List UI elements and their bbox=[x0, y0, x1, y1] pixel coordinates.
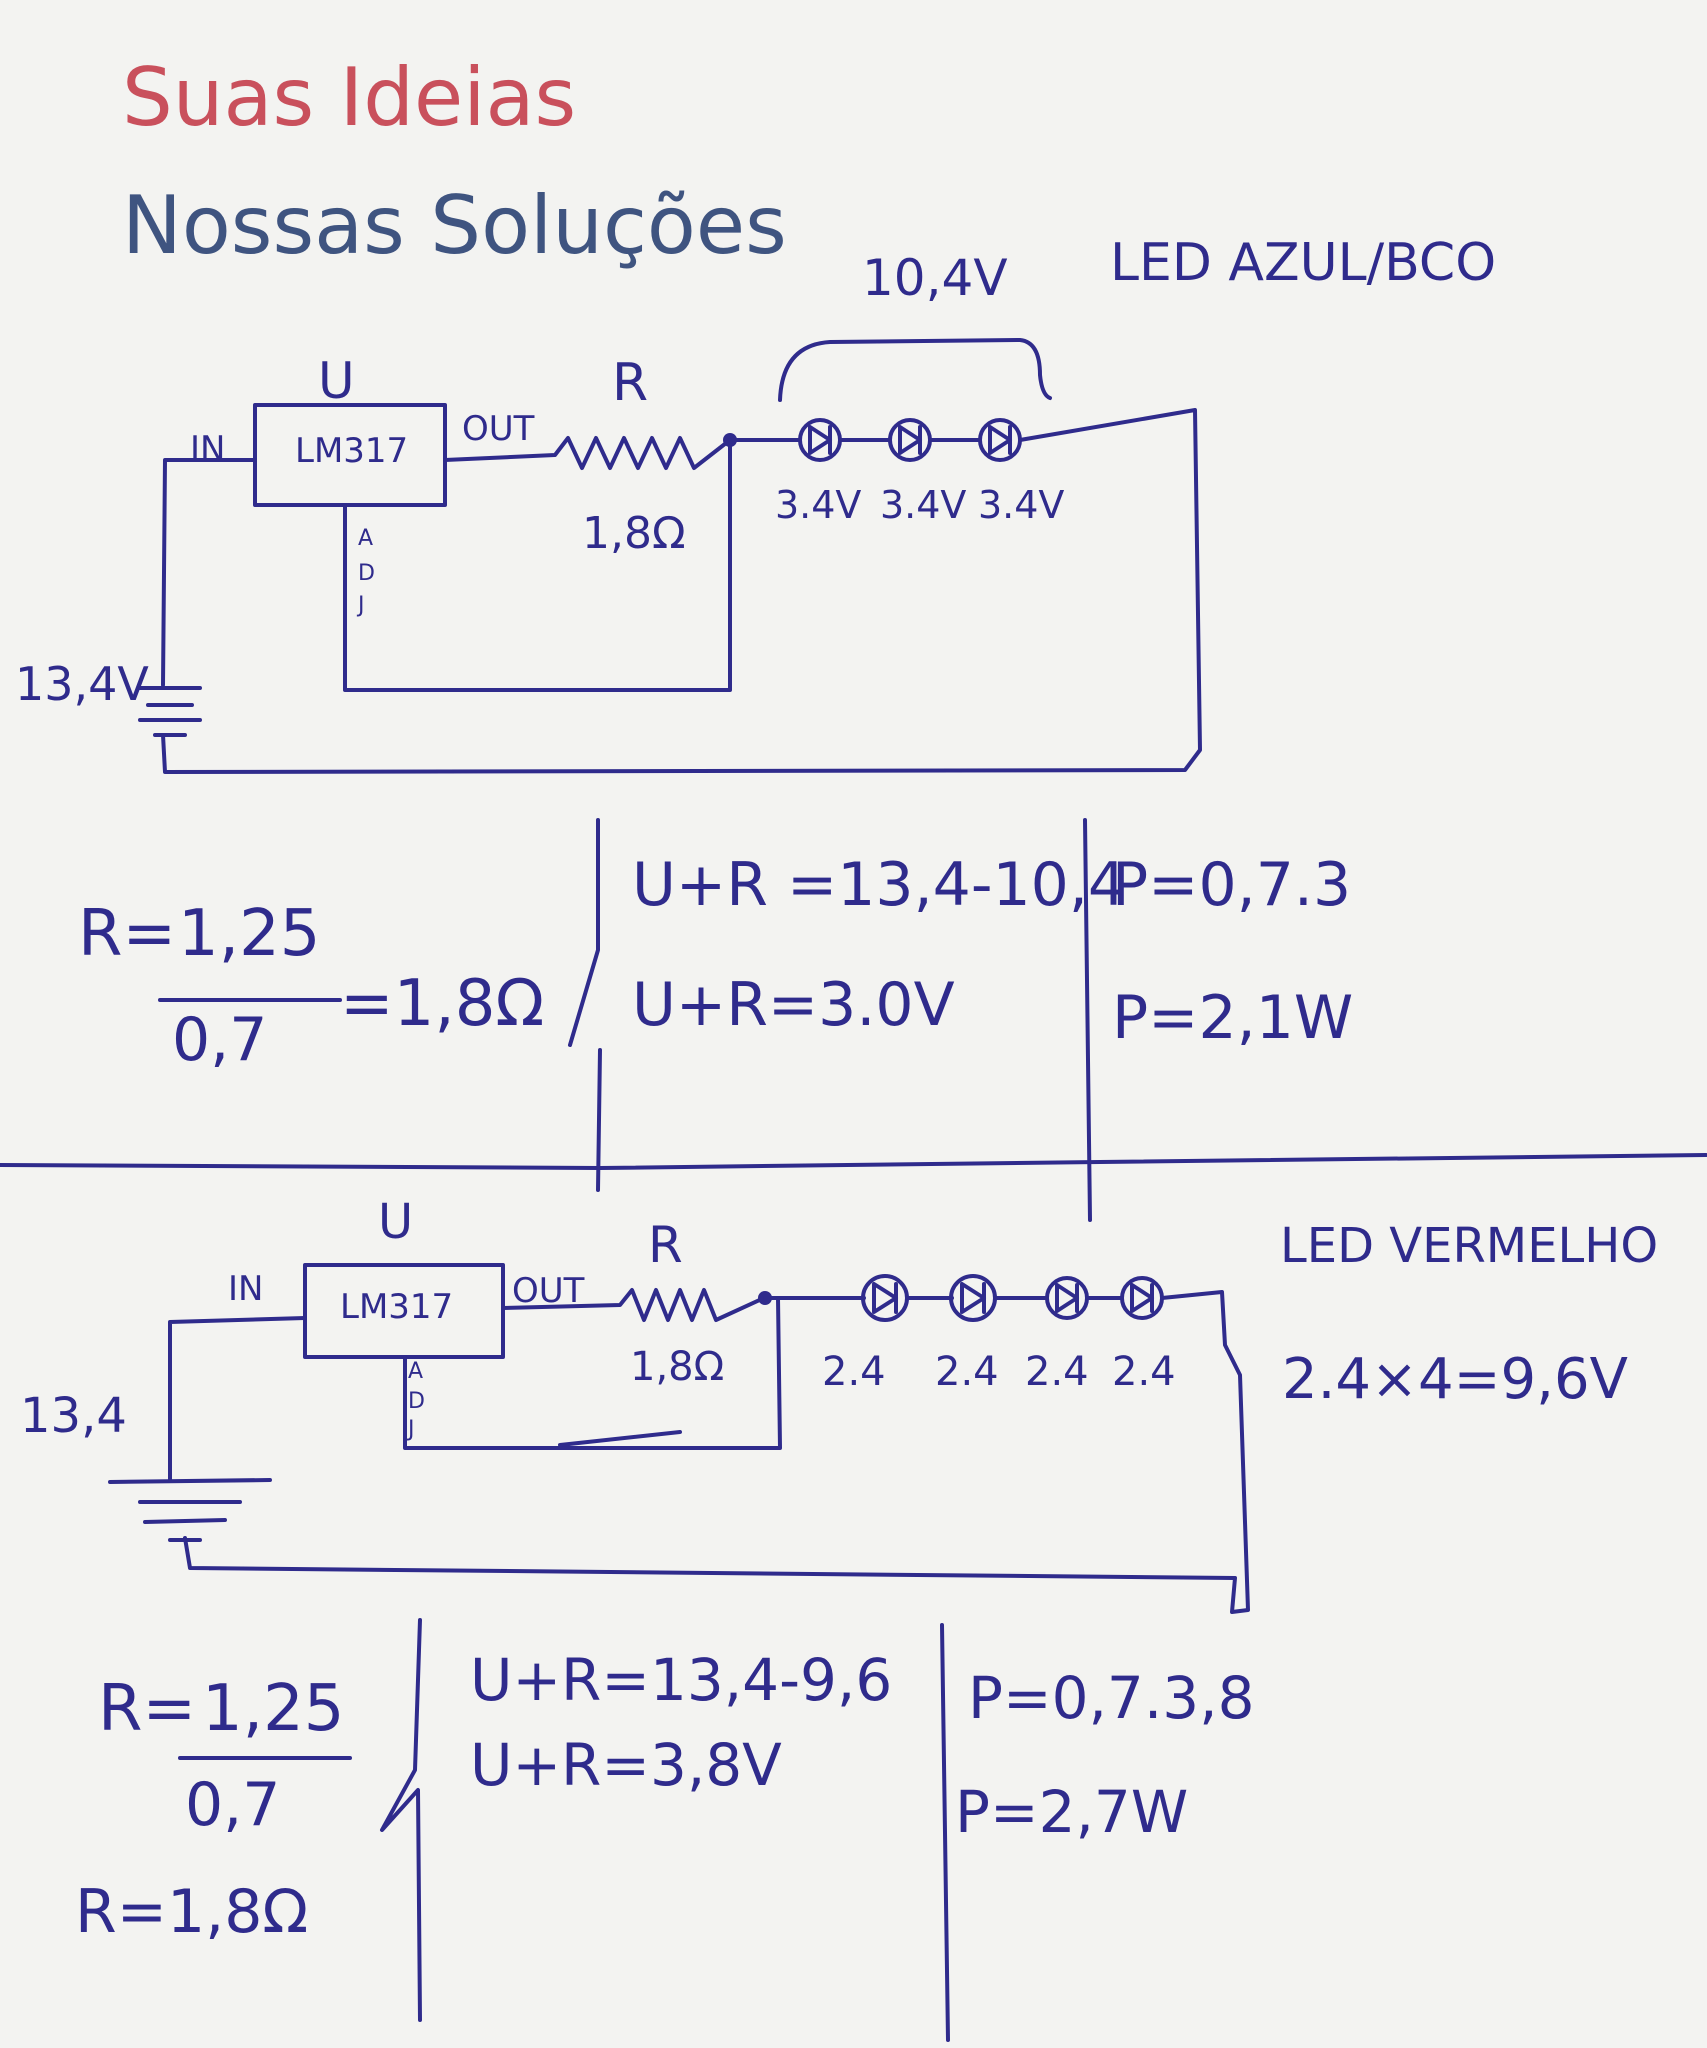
battery-symbol bbox=[108, 1478, 272, 1542]
pin-adj-j: J bbox=[406, 1417, 415, 1442]
regulator-chip-label: LM317 bbox=[295, 431, 408, 471]
divider-vertical-2 bbox=[940, 1623, 950, 2042]
led-1 bbox=[798, 418, 842, 462]
led-4 bbox=[1120, 1276, 1164, 1320]
resistor bbox=[443, 436, 732, 470]
fraction-numerator: 1,25 bbox=[202, 1672, 345, 1746]
r-label: R= bbox=[78, 897, 176, 971]
led-voltage-formula: 2.4×4=9,6V bbox=[1282, 1347, 1628, 1412]
led-group-brace bbox=[778, 338, 1052, 402]
regulator-lm317 bbox=[253, 403, 447, 507]
regulator-letter: U bbox=[378, 1194, 413, 1250]
power-line-2: P=2,7W bbox=[955, 1778, 1188, 1846]
battery-symbol bbox=[138, 686, 202, 737]
r-result: =1,8Ω bbox=[340, 967, 544, 1041]
r-label: R= bbox=[98, 1672, 196, 1746]
pin-out-label: OUT bbox=[462, 409, 535, 449]
supply-voltage: 13,4 bbox=[20, 1388, 127, 1444]
ur-line-1: U+R=13,4-9,6 bbox=[470, 1646, 892, 1714]
calculation-red: R= 1,25 0,7 R=1,8Ω U+R=13,4-9,6 U+R=3,8V… bbox=[75, 1618, 1255, 2042]
led-1 bbox=[861, 1274, 909, 1322]
pin-adj-d: D bbox=[408, 1389, 425, 1414]
ur-line-1: U+R =13,4-10,4 bbox=[632, 850, 1126, 920]
resistor-value: 1,8Ω bbox=[582, 508, 686, 559]
input-wire bbox=[161, 458, 257, 687]
resistor bbox=[501, 1288, 766, 1322]
brand-header: Suas Ideias Nossas Soluções bbox=[122, 48, 787, 276]
pin-in-label: IN bbox=[228, 1269, 263, 1309]
brand-subtitle: Nossas Soluções bbox=[122, 179, 787, 272]
led-2 bbox=[949, 1274, 997, 1322]
led-2 bbox=[888, 418, 932, 462]
input-wire bbox=[168, 1316, 307, 1482]
resistor-letter: R bbox=[612, 353, 648, 413]
calculation-blue: R= 1,25 0,7 =1,8Ω U+R =13,4-10,4 U+R=3.0… bbox=[78, 818, 1353, 1222]
led-type-label: LED AZUL/BCO bbox=[1110, 233, 1496, 293]
adj-feedback-wire bbox=[343, 438, 732, 692]
fraction-denominator: 0,7 bbox=[185, 1770, 280, 1840]
return-wire bbox=[183, 1290, 1250, 1614]
power-line-2: P=2,1W bbox=[1112, 983, 1353, 1053]
led-type-label: LED VERMELHO bbox=[1280, 1218, 1658, 1274]
regulator-letter: U bbox=[318, 352, 355, 410]
led-3-voltage: 2.4 bbox=[1025, 1349, 1089, 1395]
led-2-voltage: 2.4 bbox=[935, 1349, 999, 1395]
adj-feedback-wire bbox=[403, 1296, 782, 1450]
circuit-blue: LED AZUL/BCO 10,4V U LM317 IN OUT A D J … bbox=[15, 233, 1496, 774]
supply-voltage: 13,4V bbox=[15, 657, 149, 711]
fraction-numerator: 1,25 bbox=[178, 897, 321, 971]
resistor-letter: R bbox=[648, 1216, 683, 1274]
led-voltage-sum: 10,4V bbox=[862, 249, 1008, 307]
divider-vertical-2 bbox=[1083, 818, 1092, 1222]
brand-title: Suas Ideias bbox=[122, 51, 577, 144]
fraction-denominator: 0,7 bbox=[172, 1005, 267, 1075]
return-wire bbox=[161, 408, 1202, 774]
pin-adj-d: D bbox=[358, 561, 375, 586]
pin-adj-j: J bbox=[356, 593, 365, 618]
ur-line-2: U+R=3,8V bbox=[470, 1731, 782, 1799]
led-3 bbox=[978, 418, 1022, 462]
power-line-1: P=0,7.3 bbox=[1112, 850, 1351, 920]
regulator-chip-label: LM317 bbox=[340, 1287, 453, 1327]
led-3-voltage: 3.4V bbox=[978, 483, 1064, 527]
r-result: R=1,8Ω bbox=[75, 1877, 308, 1947]
divider-vertical-1 bbox=[380, 1618, 422, 2022]
resistor-value: 1,8Ω bbox=[630, 1344, 724, 1390]
pin-in-label: IN bbox=[190, 429, 225, 469]
section-divider bbox=[0, 1153, 1707, 1170]
pin-adj-a: A bbox=[408, 1359, 423, 1384]
led-4-voltage: 2.4 bbox=[1112, 1349, 1176, 1395]
power-line-1: P=0,7.3,8 bbox=[968, 1664, 1255, 1732]
pin-adj-a: A bbox=[358, 526, 373, 551]
divider-vertical-1 bbox=[568, 818, 602, 1192]
led-1-voltage: 3.4V bbox=[775, 483, 861, 527]
led-2-voltage: 3.4V bbox=[880, 483, 966, 527]
led-1-voltage: 2.4 bbox=[822, 1349, 886, 1395]
ur-line-2: U+R=3.0V bbox=[632, 970, 955, 1040]
circuit-red: LED VERMELHO 2.4×4=9,6V U LM317 IN OUT A… bbox=[20, 1194, 1658, 1614]
led-3 bbox=[1045, 1276, 1089, 1320]
